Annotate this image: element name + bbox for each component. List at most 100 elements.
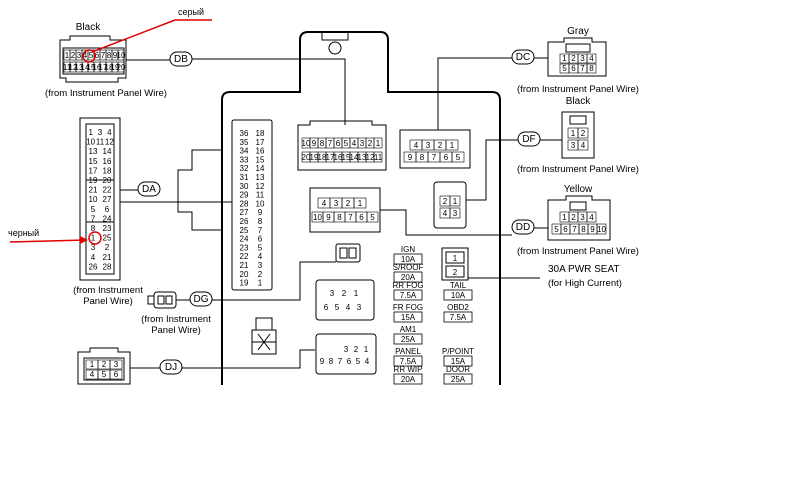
connector-dg: DG (from Instrument Panel Wire) <box>141 261 336 336</box>
column-pin-left: 20 <box>240 270 249 279</box>
dc-pin: 2 <box>571 54 576 63</box>
block-db-pin-cell <box>373 151 383 163</box>
da-pin: 18 <box>103 166 112 175</box>
db-pin: 18 <box>105 63 114 72</box>
block-socket-dg <box>335 243 361 263</box>
fuse-name: P/POINT <box>442 347 474 356</box>
block-db-pin: 2 <box>368 139 373 148</box>
fuse-amp: 7.5A <box>450 313 467 322</box>
block-db-pin: 4 <box>352 139 357 148</box>
fuse-name: IGN <box>401 245 415 254</box>
column-pin-left: 28 <box>240 199 249 208</box>
column-pin-left: 24 <box>240 235 249 244</box>
block-lower-2-pin: 2 <box>354 345 359 354</box>
annotation-top-text: серый <box>178 7 204 17</box>
da-pin: 6 <box>105 205 110 214</box>
connector-dd-color: Yellow <box>564 184 593 195</box>
da-pin: 21 <box>89 186 98 195</box>
column-pin-right: 9 <box>258 208 263 217</box>
da-pin: 23 <box>103 224 112 233</box>
fuse-box <box>443 311 473 323</box>
block-dd-pin: 10 <box>313 213 322 222</box>
column-pin-right: 16 <box>256 147 265 156</box>
column-pin-left: 35 <box>240 138 249 147</box>
connector-dg-caption-1: (from Instrument <box>141 314 211 325</box>
fuse-amp: 7.5A <box>400 357 417 366</box>
block-lower-2-pin: 6 <box>347 357 352 366</box>
block-dc-pin: 1 <box>450 141 455 150</box>
fuse-name: TAIL <box>450 281 467 290</box>
column-pin-right: 11 <box>256 191 265 200</box>
da-pin: 5 <box>91 205 96 214</box>
dd-pin-cell <box>596 223 607 235</box>
block-dd-pin: 8 <box>337 213 342 222</box>
fuse-amp: 20A <box>401 375 416 384</box>
connector-dd-caption: (from Instrument Panel Wire) <box>517 246 639 257</box>
connector-dc-color: Gray <box>567 26 589 37</box>
dc-pin: 6 <box>571 64 576 73</box>
junction-block: 3635343332313029282726252423222120191817… <box>177 31 501 385</box>
tag-df-text: DF <box>522 134 535 145</box>
block-dc-pin: 8 <box>420 153 425 162</box>
fuse-box <box>393 333 423 345</box>
tag-db-text: DB <box>174 54 188 65</box>
dc-pin: 4 <box>589 54 594 63</box>
connector-dc-caption: (from Instrument Panel Wire) <box>517 84 639 95</box>
block-dd-pin-cell <box>366 211 379 223</box>
dc-pin-cell <box>586 53 597 64</box>
fuse-amp: 25A <box>451 375 466 384</box>
da-pin: 11 <box>96 138 105 147</box>
annotation-left: черный <box>8 228 102 245</box>
column-pin-left: 27 <box>240 208 249 217</box>
block-lower-1-pin: 3 <box>330 289 335 298</box>
block-db-pin: 5 <box>344 139 349 148</box>
fuse-box <box>393 253 423 265</box>
annotation-top: серый <box>82 7 212 63</box>
column-pin-right: 13 <box>256 173 265 182</box>
da-pin: 4 <box>91 253 96 262</box>
block-dc-pin: 3 <box>426 141 431 150</box>
block-dd-pin: 7 <box>348 213 353 222</box>
column-pin-right: 7 <box>258 226 263 235</box>
block-db-pin: 8 <box>320 139 325 148</box>
connector-df-color: Black <box>566 96 591 107</box>
dc-pin: 8 <box>589 64 594 73</box>
fuse-amp: 10A <box>401 255 416 264</box>
block-dd-pin: 3 <box>334 199 339 208</box>
connector-df-caption: (from Instrument Panel Wire) <box>517 164 639 175</box>
tag-dj-text: DJ <box>165 362 177 373</box>
column-pin-right: 17 <box>256 138 265 147</box>
block-dd-pin: 2 <box>346 199 351 208</box>
relay-pin-1: 1 <box>453 254 458 263</box>
block-df-pin: 2 <box>443 197 448 206</box>
fuse-name: RR FOG <box>392 281 423 290</box>
fuse-box <box>393 289 423 301</box>
block-db-pin: 11 <box>374 153 383 162</box>
dd-pin: 2 <box>571 213 576 222</box>
column-pin-right: 8 <box>258 217 263 226</box>
fuse-box <box>393 271 423 283</box>
db-pin: 11 <box>63 63 72 72</box>
block-lower-2-pin: 5 <box>356 357 361 366</box>
column-pin-left: 19 <box>240 279 249 288</box>
connector-db-caption: (from Instrument Panel Wire) <box>45 88 167 99</box>
tag-da-text: DA <box>142 184 156 195</box>
fuse-box <box>393 373 423 385</box>
da-pin: 17 <box>89 166 98 175</box>
db-pin: 10 <box>117 51 126 60</box>
block-dc-pin-cell <box>451 151 465 163</box>
column-pin-right: 4 <box>258 252 263 261</box>
fuse-name: OBD2 <box>447 303 469 312</box>
block-db-pin: 7 <box>328 139 333 148</box>
block-db-pin-cell <box>373 137 383 149</box>
da-pin: 4 <box>107 128 112 137</box>
da-pin: 19 <box>89 176 98 185</box>
